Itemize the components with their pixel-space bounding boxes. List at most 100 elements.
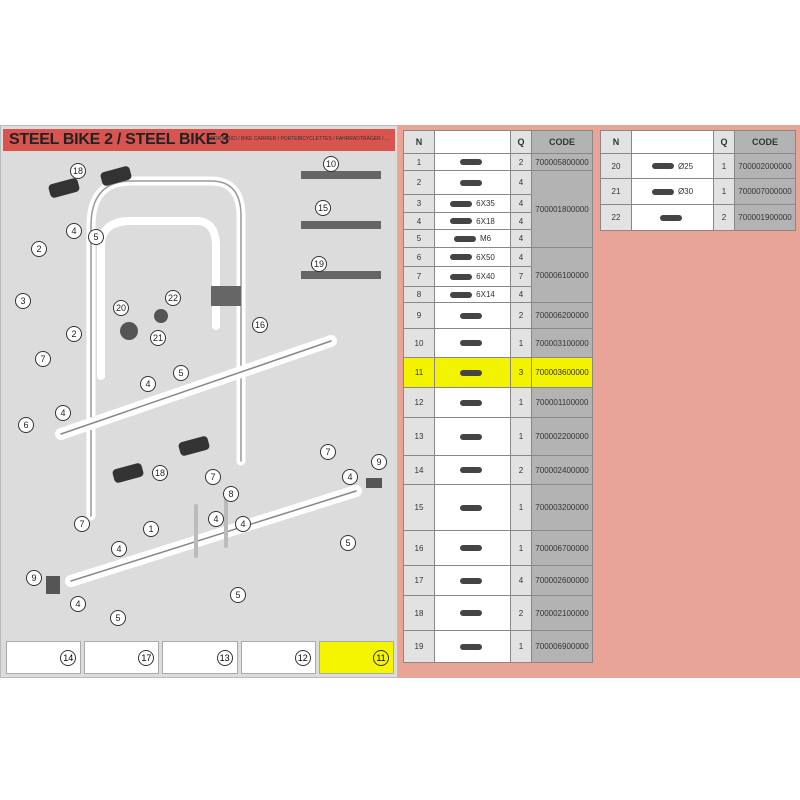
callout-number: 19 — [314, 259, 324, 269]
part-size: M6 — [479, 234, 492, 243]
part-size: 6X14 — [476, 290, 495, 299]
callout-number: 16 — [255, 320, 265, 330]
callout-number: 4 — [116, 544, 121, 554]
part-quantity: 4 — [510, 247, 532, 267]
accessory-number: 17 — [138, 650, 155, 666]
part-image — [434, 455, 511, 485]
part-number: 9 — [403, 302, 435, 329]
part-quantity: 4 — [510, 212, 532, 230]
part-image: 6X50 — [434, 247, 511, 267]
part-quantity: 1 — [510, 417, 532, 456]
part-icon — [450, 273, 473, 280]
callout-marker: 18 — [152, 465, 168, 481]
part-icon — [450, 291, 473, 298]
part-size: 6X50 — [476, 252, 495, 262]
part-icon — [651, 163, 674, 170]
part-image — [434, 417, 511, 456]
callout-number: 18 — [155, 468, 165, 478]
part-number: 11 — [403, 357, 435, 388]
part-icon — [459, 369, 482, 376]
part-icon — [459, 340, 482, 347]
callout-number: 4 — [60, 408, 65, 418]
part-image: 6X35 — [434, 194, 511, 213]
callout-marker: 20 — [113, 300, 129, 316]
part-icon — [459, 643, 482, 650]
part-quantity: 7 — [510, 266, 532, 287]
callout-marker: 2 — [66, 326, 82, 342]
callout-marker: 7 — [205, 469, 221, 485]
callout-marker: 4 — [55, 405, 71, 421]
part-quantity: 3 — [510, 357, 532, 388]
callout-number: 4 — [75, 599, 80, 609]
part-code: 700002100000 — [531, 595, 593, 631]
callout-number: 18 — [73, 166, 83, 176]
part-image: 6X40 — [434, 266, 511, 287]
callout-number: 7 — [79, 519, 84, 529]
header-n: N — [600, 130, 632, 154]
callout-marker: 4 — [235, 516, 251, 532]
part-icon — [459, 610, 482, 617]
part-code: 700006100000 — [531, 247, 593, 303]
part-code: 700002400000 — [531, 455, 593, 485]
product-title: STEEL BIKE 2 / STEEL BIKE 3 — [9, 131, 229, 148]
callout-marker: 4 — [208, 511, 224, 527]
part-code: 700006700000 — [531, 530, 593, 566]
part-quantity: 2 — [510, 455, 532, 485]
part-icon — [651, 188, 674, 195]
callout-marker: 7 — [35, 351, 51, 367]
callout-marker: 21 — [150, 330, 166, 346]
part-number: 19 — [403, 630, 435, 663]
part-icon — [459, 179, 482, 186]
part-image: M6 — [434, 229, 511, 248]
part-icon — [659, 214, 682, 221]
accessory-strip: 14 17 13 12 11 — [6, 641, 395, 674]
callout-number: 4 — [213, 514, 218, 524]
part-code: 700006200000 — [531, 302, 593, 329]
part-quantity: 1 — [510, 630, 532, 663]
accessory-box: 14 — [6, 641, 82, 674]
part-image — [434, 170, 511, 195]
callout-number: 7 — [325, 447, 330, 457]
part-image — [434, 328, 511, 358]
part-code: 700003200000 — [531, 484, 593, 531]
header-image — [631, 130, 714, 154]
part-number: 3 — [403, 194, 435, 213]
part-number: 18 — [403, 595, 435, 631]
part-code: 700002200000 — [531, 417, 593, 456]
part-number: 8 — [403, 286, 435, 303]
part-image — [434, 530, 511, 566]
part-image — [434, 357, 511, 388]
callout-number: 2 — [71, 329, 76, 339]
accessory-number: 14 — [60, 650, 77, 666]
part-image — [434, 302, 511, 329]
callout-number: 5 — [115, 613, 120, 623]
part-icon — [459, 545, 482, 552]
part-number: 21 — [600, 178, 632, 205]
header-code: CODE — [734, 130, 796, 154]
part-quantity: 4 — [510, 194, 532, 213]
part-image: 6X18 — [434, 212, 511, 230]
component-shapes — [46, 166, 382, 594]
part-number: 4 — [403, 212, 435, 230]
part-icon — [450, 254, 473, 261]
part-number: 12 — [403, 387, 435, 418]
callout-marker: 7 — [74, 516, 90, 532]
accessory-box: 12 — [240, 641, 316, 674]
part-quantity: 1 — [713, 178, 735, 205]
part-number: 17 — [403, 565, 435, 596]
callout-number: 8 — [228, 489, 233, 499]
part-icon — [459, 504, 482, 511]
